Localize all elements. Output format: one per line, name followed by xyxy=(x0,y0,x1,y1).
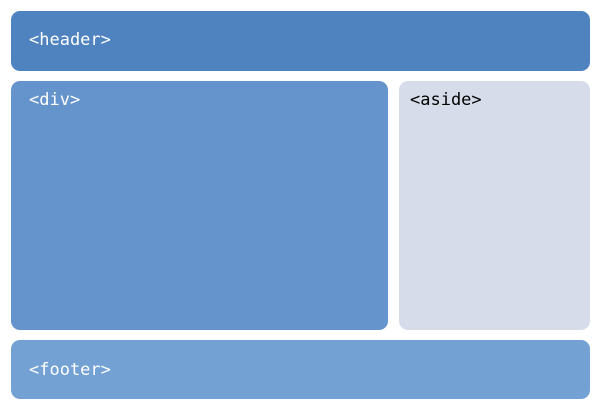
footer-label: <footer> xyxy=(29,360,111,380)
footer-block: <footer> xyxy=(11,340,590,399)
div-block: <div> xyxy=(11,81,388,330)
div-label: <div> xyxy=(29,90,81,110)
header-label: <header> xyxy=(29,30,111,50)
aside-label: <aside> xyxy=(410,90,482,110)
aside-block: <aside> xyxy=(399,81,590,330)
header-block: <header> xyxy=(11,11,590,71)
